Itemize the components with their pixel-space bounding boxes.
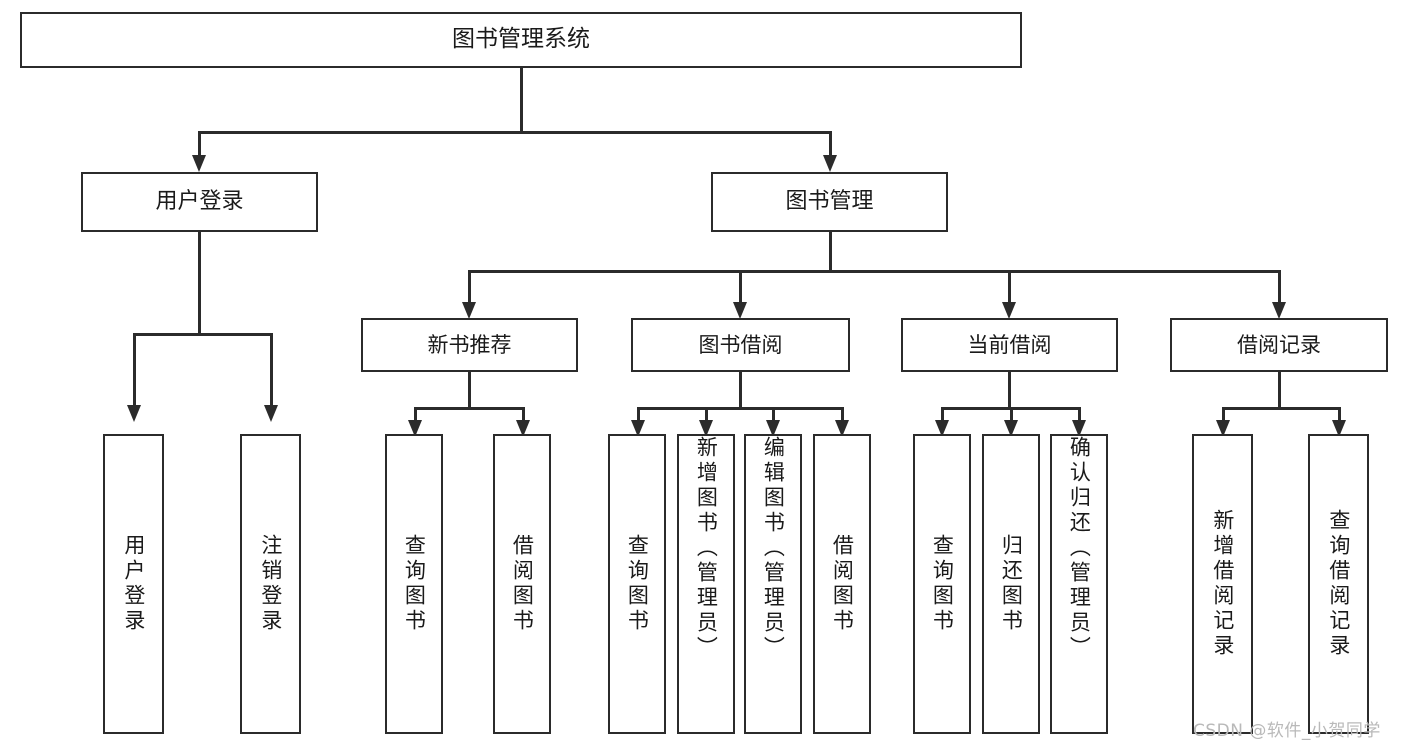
node-label: 新书推荐 [427, 332, 512, 357]
csdn-watermark: CSDN @软件_小贺同学 [1193, 721, 1381, 741]
leaf-label: 借阅图书 [830, 534, 855, 634]
connector-newbook-bus [414, 407, 522, 410]
leaf-borrow-book-recommend[interactable]: 借阅图书 [493, 434, 551, 734]
connector-borrowrecord-to-leaf1 [1222, 407, 1225, 425]
arrow-root-to-bookmgmt [823, 155, 837, 172]
connector-bus-to-currentborrow [1008, 270, 1011, 306]
leaf-label: 新增借阅记录 [1210, 509, 1235, 659]
connector-bookborrow-to-leaf1 [637, 407, 640, 425]
connector-bookborrow-to-leaf4 [841, 407, 844, 425]
node-label: 图书管理 [785, 189, 874, 215]
connector-currentborrow-to-leaf1 [941, 407, 944, 425]
arrow-currentborrow-to-leaf2 [1004, 420, 1018, 437]
leaf-query-book-current[interactable]: 查询图书 [913, 434, 971, 734]
connector-bus-to-borrowrecord [1278, 270, 1281, 306]
arrow-bus-to-newbook [462, 302, 476, 319]
arrow-currentborrow-to-leaf1 [935, 420, 949, 437]
connector-level3-bus [468, 270, 1280, 273]
leaf-label: 注销登录 [258, 534, 283, 634]
node-label: 图书借阅 [698, 332, 783, 357]
connector-userlogin-to-leaf1 [133, 333, 136, 409]
connector-newbook-to-leaf2 [522, 407, 525, 425]
connector-newbook-stem [468, 372, 471, 409]
arrow-userlogin-to-leaf1 [127, 405, 141, 422]
leaf-label: 查询图书 [930, 534, 955, 634]
connector-bookborrow-bus [637, 407, 841, 410]
leaf-add-book-admin[interactable]: 新增图书（管理员） [677, 434, 735, 734]
arrow-borrowrecord-to-leaf1 [1216, 420, 1230, 437]
connector-bookborrow-to-leaf3 [772, 407, 775, 425]
node-label: 图书管理系统 [452, 26, 590, 53]
leaf-borrow-book[interactable]: 借阅图书 [813, 434, 871, 734]
connector-root-to-bookmgmt [829, 131, 832, 159]
node-borrow-record[interactable]: 借阅记录 [1170, 318, 1388, 372]
leaf-label: 确认归还（管理员） [1067, 436, 1092, 661]
arrow-bookborrow-to-leaf1 [631, 420, 645, 437]
arrow-borrowrecord-to-leaf2 [1332, 420, 1346, 437]
connector-newbook-to-leaf1 [414, 407, 417, 425]
node-root-system[interactable]: 图书管理系统 [20, 12, 1022, 68]
leaf-label: 借阅图书 [510, 534, 535, 634]
arrow-newbook-to-leaf2 [516, 420, 530, 437]
arrow-bookborrow-to-leaf3 [766, 420, 780, 437]
leaf-label: 新增图书（管理员） [694, 436, 719, 661]
node-user-login[interactable]: 用户登录 [81, 172, 318, 232]
leaf-confirm-return-admin[interactable]: 确认归还（管理员） [1050, 434, 1108, 734]
node-current-borrow[interactable]: 当前借阅 [901, 318, 1118, 372]
connector-userlogin-to-leaf2 [270, 333, 273, 409]
connector-userlogin-bus [133, 333, 270, 336]
connector-root-stem [520, 68, 523, 133]
connector-borrowrecord-bus [1222, 407, 1338, 410]
arrow-bookborrow-to-leaf4 [835, 420, 849, 437]
connector-bookborrow-to-leaf2 [705, 407, 708, 425]
connector-userlogin-stem [198, 232, 201, 335]
arrow-bookborrow-to-leaf2 [699, 420, 713, 437]
connector-currentborrow-to-leaf2 [1010, 407, 1013, 425]
leaf-label: 查询图书 [402, 534, 427, 634]
arrow-userlogin-to-leaf2 [264, 405, 278, 422]
leaf-query-book-borrow[interactable]: 查询图书 [608, 434, 666, 734]
node-book-borrow[interactable]: 图书借阅 [631, 318, 850, 372]
arrow-bus-to-bookborrow [733, 302, 747, 319]
leaf-add-borrow-record[interactable]: 新增借阅记录 [1192, 434, 1253, 734]
connector-currentborrow-bus [941, 407, 1078, 410]
leaf-label: 查询图书 [625, 534, 650, 634]
leaf-label: 编辑图书（管理员） [761, 436, 786, 661]
arrow-root-to-userlogin [192, 155, 206, 172]
node-label: 用户登录 [155, 189, 244, 215]
connector-bookborrow-stem [739, 372, 742, 409]
leaf-query-book-recommend[interactable]: 查询图书 [385, 434, 443, 734]
node-label: 借阅记录 [1237, 332, 1321, 357]
arrow-currentborrow-to-leaf3 [1072, 420, 1086, 437]
arrow-bus-to-borrowrecord [1272, 302, 1286, 319]
leaf-user-login[interactable]: 用户登录 [103, 434, 164, 734]
connector-bookmgmt-stem [829, 232, 832, 272]
node-book-management[interactable]: 图书管理 [711, 172, 948, 232]
node-label: 当前借阅 [967, 332, 1052, 357]
leaf-label: 归还图书 [999, 534, 1024, 634]
leaf-return-book[interactable]: 归还图书 [982, 434, 1040, 734]
connector-bus-to-newbook [468, 270, 471, 306]
leaf-query-borrow-record[interactable]: 查询借阅记录 [1308, 434, 1369, 734]
connector-borrowrecord-to-leaf2 [1338, 407, 1341, 425]
connector-borrowrecord-stem [1278, 372, 1281, 409]
connector-bus-to-bookborrow [739, 270, 742, 306]
arrow-newbook-to-leaf1 [408, 420, 422, 437]
node-new-book-recommend[interactable]: 新书推荐 [361, 318, 578, 372]
leaf-label: 用户登录 [121, 534, 146, 634]
leaf-edit-book-admin[interactable]: 编辑图书（管理员） [744, 434, 802, 734]
connector-currentborrow-stem [1008, 372, 1011, 409]
leaf-label: 查询借阅记录 [1326, 509, 1351, 659]
arrow-bus-to-currentborrow [1002, 302, 1016, 319]
connector-root-bus [198, 131, 832, 134]
connector-currentborrow-to-leaf3 [1078, 407, 1081, 425]
leaf-logout[interactable]: 注销登录 [240, 434, 301, 734]
connector-root-to-userlogin [198, 131, 201, 159]
